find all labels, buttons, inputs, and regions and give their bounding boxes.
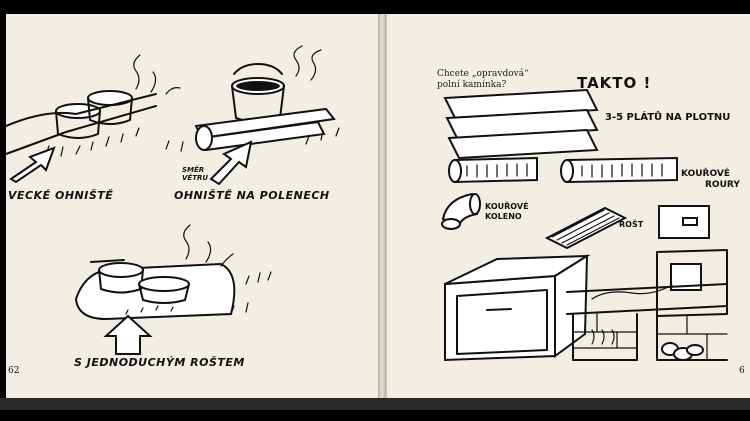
pipes-drawing — [448, 156, 678, 184]
wind-direction-label-2: VĚTRU — [182, 174, 209, 182]
pipes-label-2: ROURY — [705, 180, 740, 190]
caption-bottom: S JEDNODUCHÝM ROŠTEM — [74, 356, 245, 369]
book-gutter — [378, 14, 386, 406]
plates-label: 3-5 PLÁTŮ NA PLOTNU — [605, 112, 731, 123]
grate-drawing — [544, 206, 628, 250]
assembled-stove-drawing — [566, 249, 728, 361]
elbow-label-2: KOLENO — [485, 212, 522, 221]
elbow-pipe-drawing — [441, 192, 481, 230]
right-page-illustrations — [441, 88, 728, 362]
question-line-1: Chcete „opravdová“ — [437, 69, 529, 79]
heading-takto: TAKTO ! — [577, 74, 652, 92]
pipes-label-1: KOUŘOVÉ — [681, 169, 730, 179]
wind-direction-label-1: SMĚR — [182, 166, 205, 174]
caption-top-left: VECKÉ OHNIŠTĚ — [8, 189, 114, 202]
book-bottom-edge — [0, 398, 750, 410]
drawer-box-drawing — [444, 254, 591, 362]
log-fire-drawing — [165, 45, 340, 186]
left-page: VECKÉ OHNIŠTĚ SMĚR VĚTRU OHNIŠTĚ NA POLE… — [6, 14, 379, 406]
trench-fire-drawing — [6, 54, 181, 184]
plates-drawing — [443, 88, 599, 160]
elbow-label-1: KOUŘOVÉ — [485, 202, 529, 211]
grate-fire-drawing — [74, 224, 272, 355]
question-line-2: polní kamínka? — [437, 80, 507, 90]
grate-label: ROŠT — [619, 220, 644, 229]
right-page: Chcete „opravdová“ polní kamínka? TAKTO … — [386, 14, 750, 406]
left-page-illustrations — [6, 45, 340, 355]
page-number-right: 6 — [739, 366, 745, 376]
small-door-drawing — [658, 205, 710, 239]
caption-top-right: OHNIŠTĚ NA POLENECH — [174, 189, 330, 202]
page-number-left: 62 — [8, 366, 20, 376]
